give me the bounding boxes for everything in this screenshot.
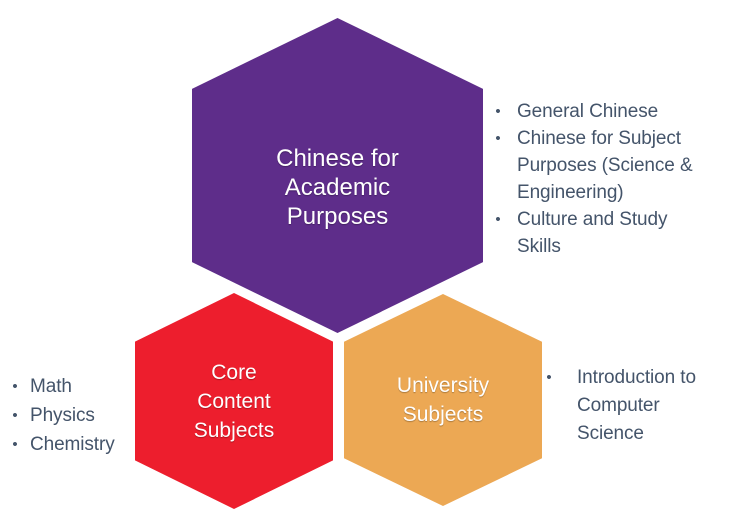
academic-courses-list: • General Chinese • Chinese for Subject …	[492, 98, 707, 260]
hexagon-chinese-for-academic-purposes: Chinese for Academic Purposes	[192, 18, 483, 333]
list-item-text: General Chinese	[517, 101, 659, 122]
list-item: • Math	[9, 372, 150, 401]
list-item: • Culture and Study Skills	[492, 206, 707, 260]
hexagon-university-subjects: University Subjects	[344, 294, 542, 506]
bullet-icon: •	[12, 378, 18, 395]
bullet-icon: •	[12, 436, 18, 453]
list-item: • General Chinese	[492, 98, 707, 125]
list-item-text: Culture and Study Skills	[517, 209, 668, 257]
hexagon-label-chinese-for-academic-purposes: Chinese for Academic Purposes	[276, 145, 399, 230]
list-item: • Chemistry	[9, 430, 150, 459]
bullet-icon: •	[495, 103, 501, 120]
list-item-text: Introduction to Computer Science	[577, 367, 696, 444]
bullet-icon: •	[12, 407, 18, 424]
list-item-text: Math	[30, 376, 72, 397]
hexagon-label-core-content-subjects: Core Content Subjects	[193, 360, 275, 442]
bullet-icon: •	[546, 369, 552, 386]
core-subjects-list: • Math • Physics • Chemistry	[9, 372, 150, 459]
list-item: • Introduction to Computer Science	[543, 364, 722, 448]
list-item: • Physics	[9, 401, 150, 430]
bullet-icon: •	[495, 130, 501, 147]
hexagon-label-university-subjects: University Subjects	[396, 374, 490, 426]
university-subjects-list: • Introduction to Computer Science	[543, 364, 722, 448]
list-item-text: Physics	[30, 405, 95, 426]
list-item-text: Chinese for Subject Purposes (Science & …	[517, 128, 693, 203]
list-item: • Chinese for Subject Purposes (Science …	[492, 125, 707, 206]
list-item-text: Chemistry	[30, 434, 115, 455]
hexagon-core-content-subjects: Core Content Subjects	[135, 293, 333, 509]
bullet-icon: •	[495, 211, 501, 228]
